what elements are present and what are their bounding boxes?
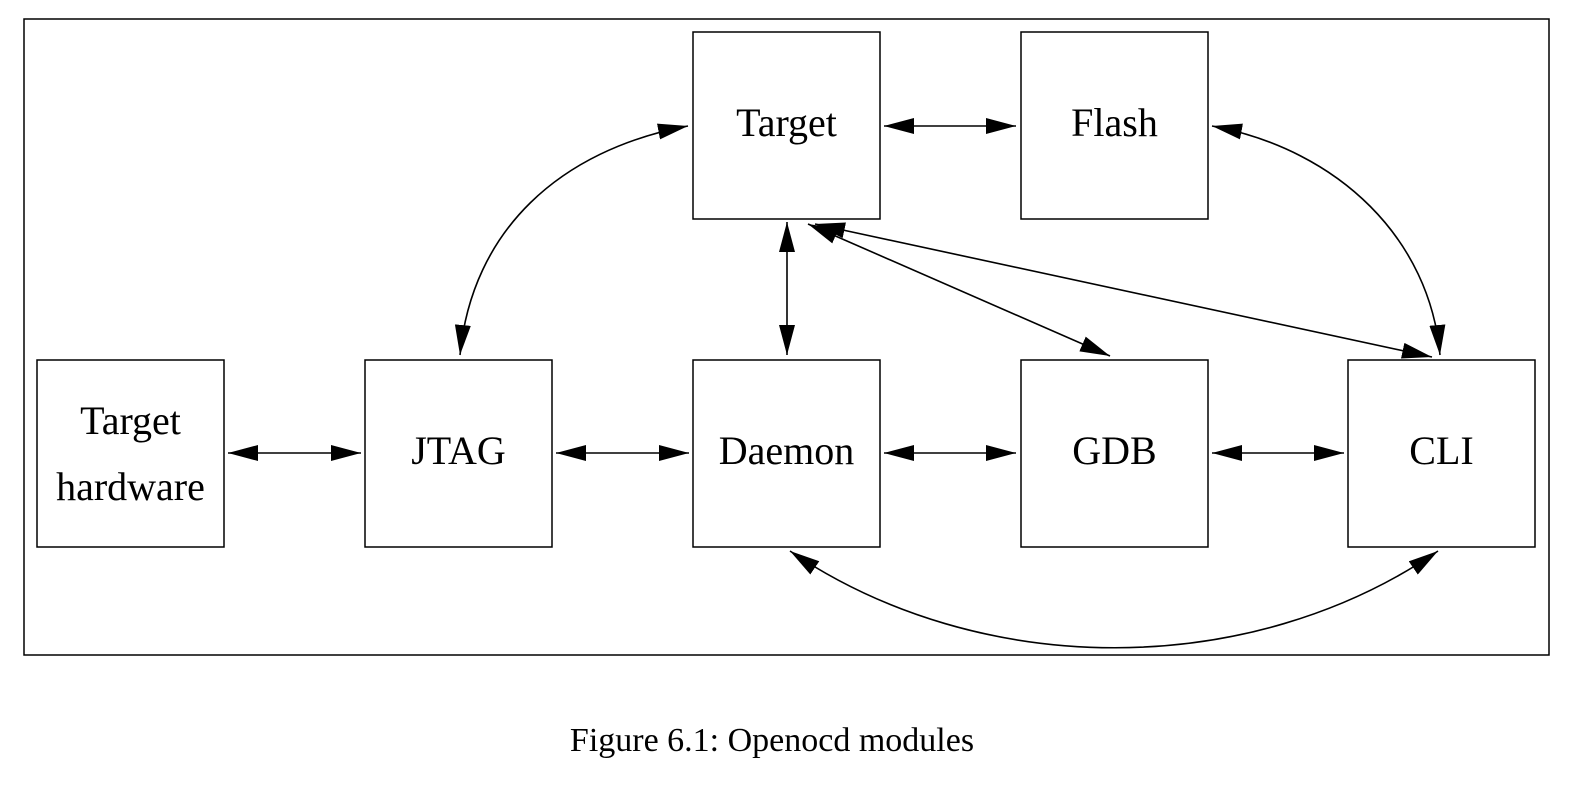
node-gdb-box — [1020, 359, 1209, 548]
node-daemon-box — [692, 359, 881, 548]
node-target-hardware-label-line2: hardware — [56, 464, 205, 509]
node-target-hardware: Target hardware — [36, 359, 225, 548]
figure-caption: Figure 6.1: Openocd modules — [570, 722, 974, 759]
edge-flash-cli — [1211, 123, 1446, 356]
edge-target-cli — [814, 222, 1433, 359]
node-jtag-box — [364, 359, 553, 548]
edges — [228, 118, 1446, 649]
node-flash: Flash — [1020, 31, 1209, 220]
node-gdb: GDB — [1020, 359, 1209, 548]
diagram-frame — [23, 18, 1550, 656]
node-cli-label: CLI — [1409, 428, 1473, 473]
edge-daemon-cli — [789, 550, 1439, 649]
edge-target-jtag — [454, 123, 689, 356]
node-jtag-label: JTAG — [411, 428, 506, 473]
node-target-label: Target — [736, 100, 837, 145]
edge-target-gdb — [807, 223, 1111, 357]
node-cli-box — [1347, 359, 1536, 548]
node-daemon: Daemon — [692, 359, 881, 548]
node-jtag: JTAG — [364, 359, 553, 548]
node-flash-box — [1020, 31, 1209, 220]
node-target-hardware-label-line1: Target — [80, 398, 181, 443]
node-daemon-label: Daemon — [719, 428, 855, 473]
node-target: Target — [692, 31, 881, 220]
node-flash-label: Flash — [1071, 100, 1158, 145]
node-target-hardware-box — [36, 359, 225, 548]
node-gdb-label: GDB — [1072, 428, 1156, 473]
node-target-box — [692, 31, 881, 220]
node-cli: CLI — [1347, 359, 1536, 548]
